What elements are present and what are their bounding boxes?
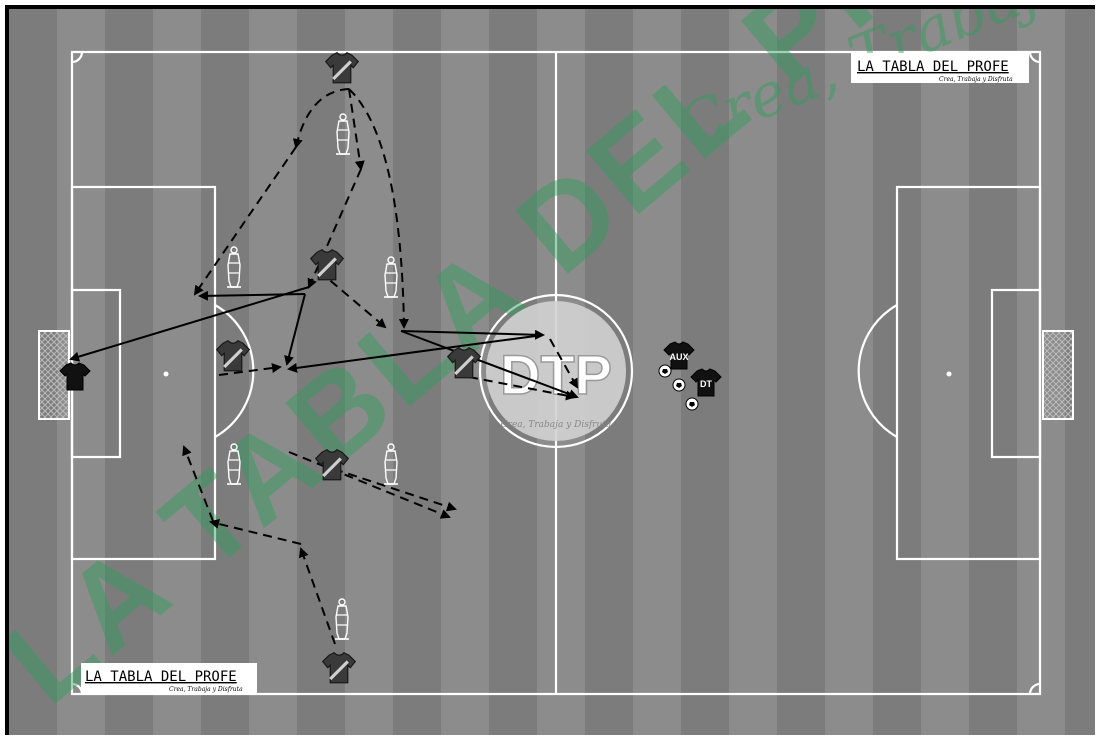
svg-text:Crea, Trabaja y Disfruta: Crea, Trabaja y Disfruta [501, 420, 612, 430]
svg-text:AUX: AUX [669, 352, 688, 362]
goal-right-icon [1043, 331, 1073, 419]
svg-text:Crea, Trabaja y Disfruta: Crea, Trabaja y Disfruta [169, 686, 243, 693]
logo-top-right: LA TABLA DEL PROFE Crea, Trabaja y Disfr… [851, 53, 1029, 83]
tactics-board: LA TABLA DEL PROFE Crea, Trabaja y Disfr… [5, 5, 1095, 735]
svg-text:LA TABLA DEL PROFE: LA TABLA DEL PROFE [85, 669, 237, 685]
penalty-spot-left [164, 372, 169, 377]
svg-text:LA TABLA DEL PROFE: LA TABLA DEL PROFE [857, 59, 1009, 75]
ball-icon [686, 398, 698, 410]
svg-text:DT: DT [700, 379, 712, 389]
ball-icon [659, 365, 671, 377]
penalty-spot-right [947, 372, 952, 377]
svg-text:Crea, Trabaja y Disfruta: Crea, Trabaja y Disfruta [939, 76, 1013, 83]
logo-bottom-left: LA TABLA DEL PROFE Crea, Trabaja y Disfr… [81, 663, 257, 693]
ball-icon [673, 379, 685, 391]
football-pitch: LA TABLA DEL PROFE Crea, Trabaja y Disfr… [9, 9, 1095, 735]
